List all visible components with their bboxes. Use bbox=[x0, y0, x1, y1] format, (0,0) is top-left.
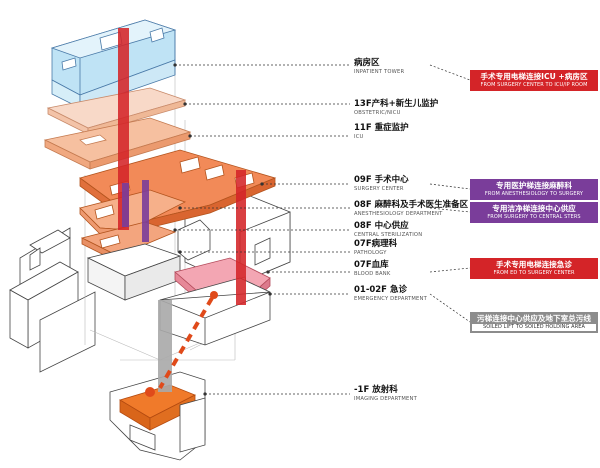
floor-title-blood-bank: 07F血库 bbox=[354, 260, 389, 270]
leader-dots bbox=[173, 63, 272, 396]
emergency-floor bbox=[159, 277, 271, 346]
leader-line-route-ed-surgery bbox=[429, 267, 471, 273]
icu-floor bbox=[43, 117, 192, 170]
leader-dot-inpatient bbox=[173, 63, 177, 67]
route-box-surgery-icu: 手术专用电梯连接ICU +病房区 FROM SURGERY CENTER TO … bbox=[470, 70, 598, 91]
route-box-soiled: 污梯连接中心供应及地下室总污线 SOILED LIFT TO SOILED HO… bbox=[470, 312, 598, 333]
leader-dot-sterilization bbox=[173, 228, 177, 232]
floor-title-surgery: 09F 手术中心 bbox=[354, 175, 409, 185]
route-subtitle-anesthesia: FROM ANESTHESIOLOGY TO SURGERY bbox=[484, 191, 584, 197]
vertical-routes bbox=[118, 28, 246, 397]
leader-line-route-anesthesia bbox=[429, 183, 471, 190]
route-box-anesthesia: 专用医护梯连接麻醉科 FROM ANESTHESIOLOGY TO SURGER… bbox=[470, 179, 598, 200]
ed-surgery-lift-shaft bbox=[236, 170, 246, 305]
imaging-floor bbox=[109, 371, 206, 461]
route-box-clean-lift: 专用洁净梯连接中心供应 FROM SURGERY TO CENTRAL STER… bbox=[470, 202, 598, 223]
floor-subtitle-anesthesiology: ANESTHESIOLOGY DEPARTMENT bbox=[354, 211, 443, 217]
route-title-ed-surgery: 手术专用电梯连接急诊 bbox=[496, 260, 572, 269]
left-lowrise-blocks bbox=[9, 227, 96, 373]
route-subtitle-soiled: SOILED LIFT TO SOILED HOLDING AREA bbox=[472, 324, 596, 331]
leader-dot-icu bbox=[188, 134, 192, 138]
leader-dot-blood-bank bbox=[266, 270, 270, 274]
floor-subtitle-obstetric: OBSTETRIC/NICU bbox=[354, 110, 401, 116]
floor-subtitle-sterilization: CENTRAL STERILIZATION bbox=[354, 232, 423, 238]
leader-dot-anesthesiology bbox=[178, 206, 182, 210]
route-title-clean-lift: 专用洁净梯连接中心供应 bbox=[492, 204, 576, 213]
ed-to-imaging-dashed-route bbox=[158, 296, 214, 390]
floor-title-imaging: -1F 放射科 bbox=[354, 385, 398, 395]
clean-lift-shaft bbox=[142, 180, 149, 242]
anesthesia-lift-shaft bbox=[122, 183, 129, 227]
pathology-floor bbox=[86, 243, 182, 301]
soiled-lift-shaft bbox=[158, 300, 172, 392]
floor-subtitle-inpatient: INPATIENT TOWER bbox=[354, 69, 405, 75]
leader-dot-imaging bbox=[203, 392, 207, 396]
leader-dot-obstetric bbox=[183, 102, 187, 106]
floor-title-anesthesiology: 08F 麻醉科及手术医生准备区 bbox=[354, 200, 469, 210]
route-title-soiled: 污梯连接中心供应及地下室总污线 bbox=[477, 314, 591, 323]
floor-title-emergency: 01-02F 急诊 bbox=[354, 285, 407, 295]
imaging-node bbox=[145, 387, 155, 397]
floor-title-inpatient: 病房区 bbox=[354, 58, 380, 68]
route-subtitle-surgery-icu: FROM SURGERY CENTER TO ICU/IP ROOM bbox=[480, 82, 588, 88]
leader-dot-pathology bbox=[178, 250, 182, 254]
route-subtitle-clean-lift: FROM SURGERY TO CENTRAL STERS bbox=[487, 214, 581, 220]
route-title-surgery-icu: 手术专用电梯连接ICU +病房区 bbox=[480, 72, 588, 81]
floor-title-icu: 11F 重症监护 bbox=[354, 123, 409, 133]
floor-title-sterilization: 08F 中心供应 bbox=[354, 221, 409, 231]
leader-dot-emergency bbox=[268, 292, 272, 296]
floor-subtitle-surgery: SURGERY CENTER bbox=[354, 186, 404, 192]
floor-subtitle-blood-bank: BLOOD BANK bbox=[354, 271, 391, 277]
surgery-icu-lift-shaft bbox=[118, 28, 129, 230]
route-title-anesthesia: 专用医护梯连接麻醉科 bbox=[496, 181, 572, 190]
leader-line-route-clean-lift bbox=[429, 207, 471, 213]
leader-lines bbox=[175, 64, 471, 395]
emergency-node bbox=[210, 291, 218, 299]
floor-subtitle-emergency: EMERGENCY DEPARTMENT bbox=[354, 296, 427, 302]
inpatient-tower bbox=[50, 19, 177, 109]
floor-subtitle-imaging: IMAGING DEPARTMENT bbox=[354, 396, 417, 402]
obstetric-floor bbox=[46, 87, 187, 135]
leader-line-route-soiled bbox=[429, 293, 471, 323]
leader-dot-surgery bbox=[260, 182, 264, 186]
floor-subtitle-pathology: PATHOLOGY bbox=[354, 250, 387, 256]
route-subtitle-ed-surgery: FROM ED TO SURGERY CENTER bbox=[493, 270, 575, 276]
floor-subtitle-icu: ICU bbox=[354, 134, 364, 140]
leader-line-route-surgery-icu bbox=[429, 64, 471, 81]
floor-title-pathology: 07F病理科 bbox=[354, 239, 398, 249]
route-box-ed-surgery: 手术专用电梯连接急诊 FROM ED TO SURGERY CENTER bbox=[470, 258, 598, 279]
floor-title-obstetric: 13F产科+新生儿监护 bbox=[354, 99, 439, 109]
